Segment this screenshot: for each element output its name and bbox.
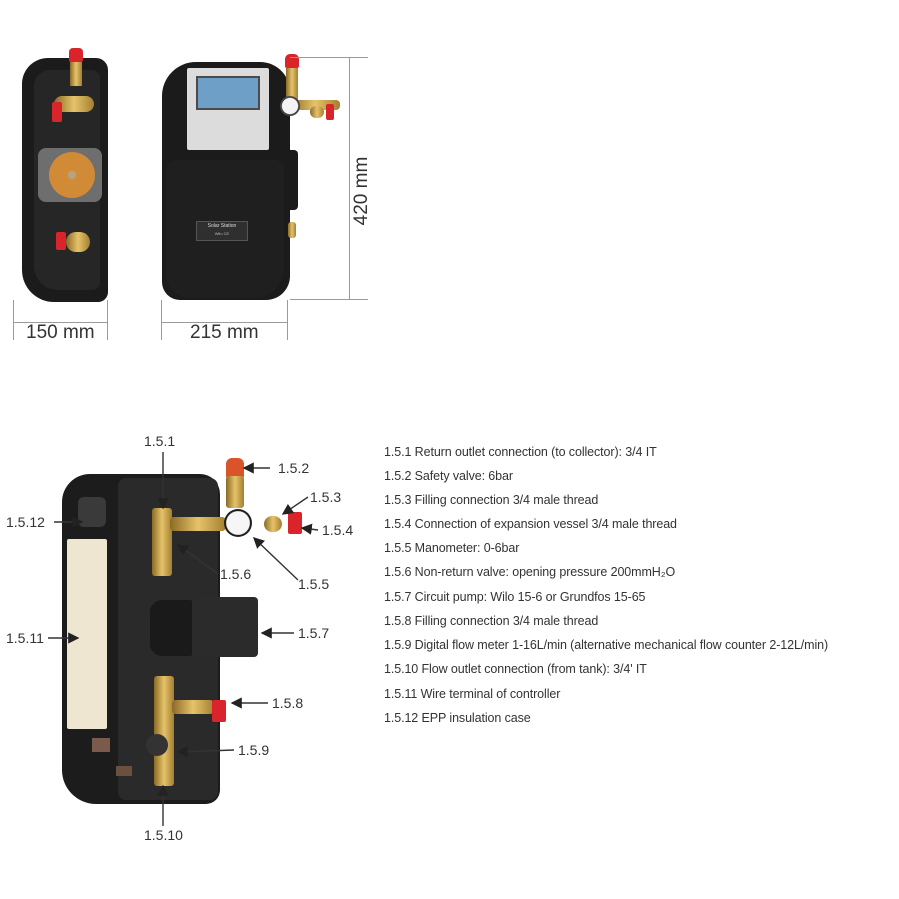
side-fitting-lower (66, 232, 90, 252)
nameplate-line1: Solar Station (207, 223, 237, 229)
safety-valve-cap (226, 458, 244, 478)
front-dim-right-line (287, 300, 288, 340)
legend-item: 1.5.3 Filling connection 3/4 male thread (384, 493, 599, 507)
return-brass-upper (152, 508, 172, 576)
legend-item: 1.5.4 Connection of expansion vessel 3/4… (384, 517, 677, 531)
callout-1-5-7: 1.5.7 (298, 625, 330, 641)
side-dim-left-line (13, 300, 14, 340)
side-valve-handle-lower (56, 232, 66, 250)
expansion-valve-handle (288, 512, 302, 534)
front-side-block (286, 150, 298, 210)
legend-item: 1.5.2 Safety valve: 6bar (384, 469, 513, 483)
front-width-label: 215 mm (190, 322, 259, 343)
height-dim-vertical (349, 57, 350, 300)
height-dim-top-line (290, 57, 368, 58)
flow-meter (146, 734, 168, 756)
callout-1-5-9: 1.5.9 (238, 742, 270, 758)
flow-brass-lower (154, 676, 174, 786)
front-manometer (280, 96, 300, 116)
legend-item: 1.5.12 EPP insulation case (384, 711, 531, 725)
filling-connection-upper (264, 516, 282, 532)
circuit-pump-motor (192, 597, 258, 657)
callout-1-5-12: 1.5.12 (6, 514, 45, 530)
legend-item: 1.5.5 Manometer: 0-6bar (384, 541, 520, 555)
circuit-pump-body (150, 600, 200, 656)
side-dim-right-line (107, 300, 108, 340)
side-fitting-upper (54, 96, 94, 112)
nameplate: Solar Station Wilo CE (196, 221, 248, 241)
callout-1-5-6: 1.5.6 (220, 566, 252, 582)
front-fitting-ball (310, 106, 324, 118)
manometer (224, 509, 252, 537)
callout-1-5-1: 1.5.1 (144, 433, 176, 449)
front-dim-left-line (161, 300, 162, 340)
side-dim-horizontal (13, 322, 108, 323)
legend-item: 1.5.7 Circuit pump: Wilo 15-6 or Grundfo… (384, 590, 646, 604)
callout-1-5-4: 1.5.4 (322, 522, 354, 538)
safety-valve-body (226, 476, 244, 508)
terminal-block-2 (116, 766, 132, 776)
legend-item: 1.5.1 Return outlet connection (to colle… (384, 445, 657, 459)
side-pump-face (49, 152, 95, 198)
controller-display (196, 76, 260, 110)
filling-valve-handle-lower (212, 700, 226, 722)
side-valve-handle-upper (52, 102, 62, 122)
height-dim-bottom-line (290, 299, 368, 300)
callout-1-5-10: 1.5.10 (144, 827, 183, 843)
side-safety-valve-cap (69, 48, 83, 62)
flow-brass-arm (172, 700, 214, 714)
callout-1-5-8: 1.5.8 (272, 695, 304, 711)
nameplate-line2: Wilo CE (214, 231, 230, 236)
callout-1-5-5: 1.5.5 (298, 576, 330, 592)
legend-item: 1.5.9 Digital flow meter 1-16L/min (alte… (384, 638, 829, 652)
callout-1-5-11: 1.5.11 (6, 630, 44, 646)
legend-item: 1.5.8 Filling connection 3/4 male thread (384, 614, 599, 628)
side-safety-valve-body (70, 62, 82, 86)
front-dim-horizontal (161, 322, 288, 323)
front-valve-handle (326, 104, 334, 120)
front-lower-fitting (288, 222, 296, 238)
legend-item: 1.5.6 Non-return valve: opening pressure… (384, 565, 676, 579)
callout-1-5-2: 1.5.2 (278, 460, 310, 476)
front-horizontal-pipe (290, 100, 340, 110)
front-safety-valve-body (286, 68, 298, 104)
return-brass-arm (170, 517, 226, 531)
legend-item: 1.5.10 Flow outlet connection (from tank… (384, 662, 647, 676)
callout-1-5-3: 1.5.3 (310, 489, 342, 505)
legend-item: 1.5.11 Wire terminal of controller (384, 687, 561, 701)
side-width-label: 150 mm (26, 322, 95, 343)
terminal-block-1 (92, 738, 110, 752)
